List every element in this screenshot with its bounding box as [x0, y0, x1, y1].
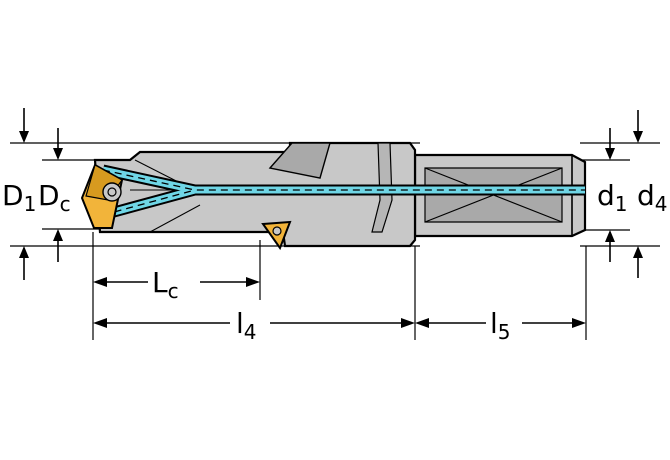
chip-flute-top: [268, 142, 331, 179]
label-l5: l5: [490, 307, 511, 344]
dim-d1-arrows: [605, 128, 615, 262]
insert-screw: [102, 182, 122, 202]
dim-d4-arrows: [633, 110, 643, 278]
label-l4: l4: [236, 307, 257, 344]
label-Dc: Dc: [38, 179, 71, 216]
dim-Dc-arrows: [53, 128, 63, 262]
dim-l5: [415, 318, 586, 328]
inserts: [80, 163, 292, 251]
label-d1: d1: [597, 179, 628, 216]
label-Lc: Lc: [152, 266, 179, 303]
label-d4: d4: [637, 179, 668, 216]
dim-D1-arrows: [19, 108, 29, 280]
coolant-channels: [101, 164, 585, 221]
dim-Lc: [93, 277, 260, 287]
dim-l4: [93, 318, 415, 328]
label-D1: D1: [2, 179, 36, 216]
